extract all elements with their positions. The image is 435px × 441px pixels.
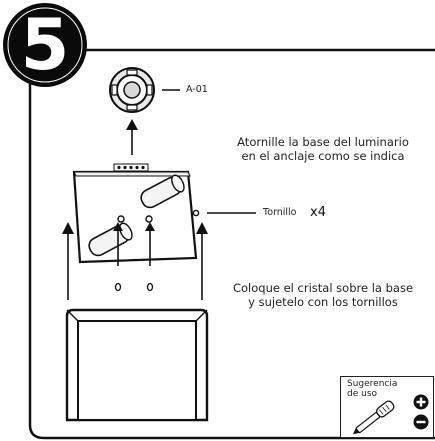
anchor-label: A-01 [186, 84, 208, 95]
step-number: 5 [20, 4, 70, 86]
plus-icon [413, 394, 429, 410]
usage-tip-line-1: Sugerencia [347, 379, 398, 389]
luminaire-base [72, 163, 200, 264]
instruction-2-line-1: Coloque el cristal sobre la base [232, 281, 414, 295]
step-badge [3, 3, 87, 87]
screw-label: Tornillo [263, 207, 297, 218]
instruction-1-line-1: Atornille la base del luminario [237, 135, 409, 149]
screw-quantity: x4 [310, 205, 326, 220]
usage-tip-title: Sugerencia de uso [347, 379, 398, 399]
screw-left [113, 222, 123, 292]
page-frame [28, 48, 435, 440]
glass-diffuser [65, 308, 209, 422]
anchor-part-a01 [109, 67, 155, 113]
minus-icon [413, 414, 429, 430]
instruction-2-line-2: y sujetelo con los tornillos [248, 295, 398, 309]
usage-tip-box: Sugerencia de uso [340, 376, 434, 438]
usage-tip-line-2: de uso [347, 388, 378, 399]
arrow-up-to-anchor [126, 119, 138, 155]
screwdriver-icon [352, 400, 395, 435]
instruction-1-line-2: en el anclaje como se indica [241, 149, 405, 163]
arrow-right-to-base [196, 222, 208, 300]
screw-right [145, 222, 155, 292]
arrow-left-to-base [62, 222, 74, 300]
